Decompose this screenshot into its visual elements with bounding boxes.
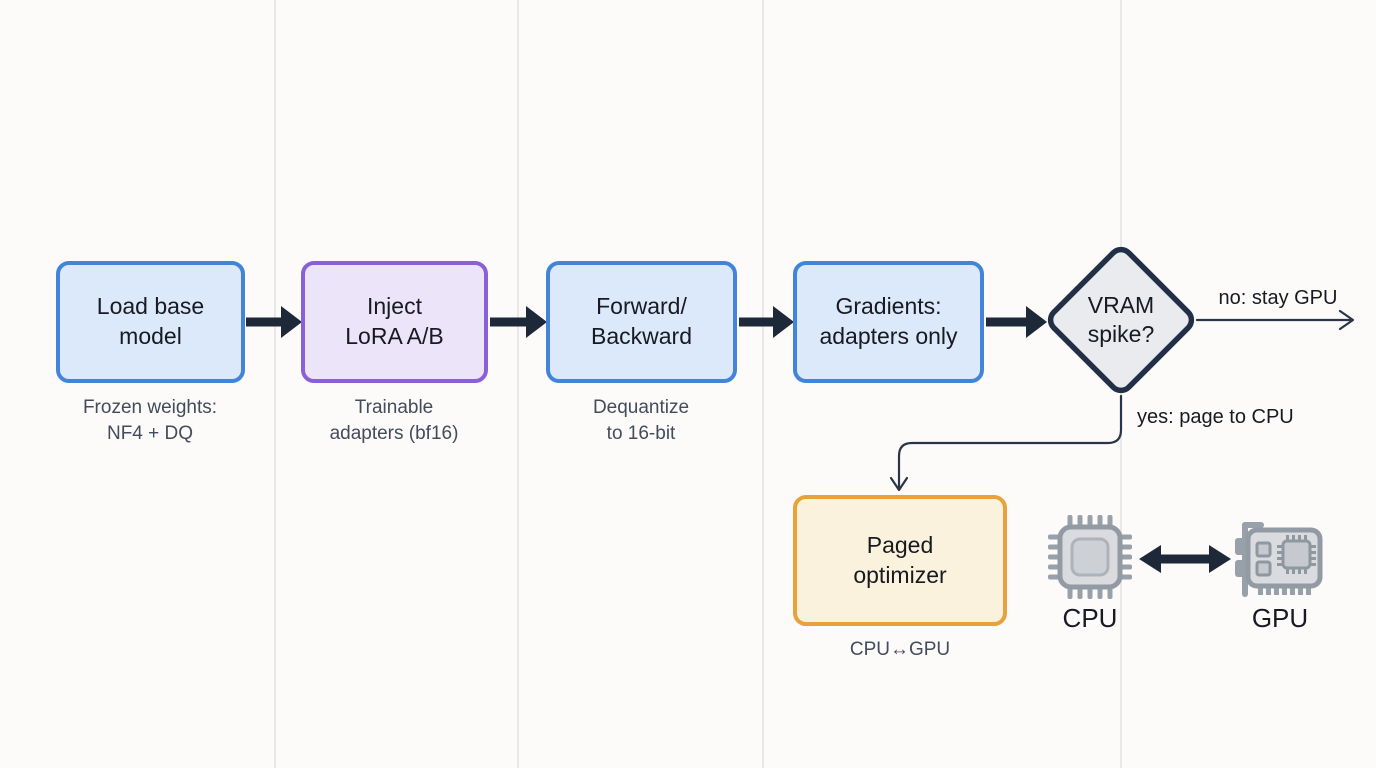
flow-arrow-icon: [246, 306, 302, 338]
cpu-label: CPU: [1062, 603, 1118, 633]
caption-inject-lora: Trainable adapters (bf16): [329, 397, 459, 445]
no-branch-label: no: stay GPU: [1218, 287, 1338, 309]
caption-paged-optimizer: CPU↔GPU: [849, 639, 951, 660]
caption-load-base-model: Frozen weights: NF4 + DQ: [82, 397, 218, 445]
lane-divider: [274, 0, 276, 768]
yes-branch-arrow-icon: [889, 394, 1123, 492]
node-gradients: Gradients: adapters only: [793, 261, 984, 383]
caption-forward-backward: Dequantize to 16-bit: [592, 397, 690, 445]
cpu-gpu-transfer-arrow-icon: [1139, 545, 1231, 573]
decision-vram-spike-label: VRAM spike?: [1087, 291, 1155, 347]
cpu-chip-icon: [1048, 515, 1132, 599]
no-branch-arrow-icon: [1195, 309, 1355, 331]
yes-branch-label: yes: page to CPU: [1137, 406, 1294, 428]
node-paged-optimizer: Paged optimizer: [793, 495, 1007, 626]
node-load-base-model: Load base model: [56, 261, 245, 383]
lane-divider: [762, 0, 764, 768]
node-forward-backward: Forward/ Backward: [546, 261, 737, 383]
flow-arrow-icon: [739, 306, 794, 338]
node-inject-lora: Inject LoRA A/B: [301, 261, 488, 383]
flow-arrow-icon: [490, 306, 547, 338]
gpu-card-icon: [1235, 522, 1323, 597]
flow-arrow-icon: [986, 306, 1047, 338]
decision-diamond-shape: [1047, 246, 1195, 394]
lane-divider: [517, 0, 519, 768]
gpu-label: GPU: [1251, 603, 1309, 633]
